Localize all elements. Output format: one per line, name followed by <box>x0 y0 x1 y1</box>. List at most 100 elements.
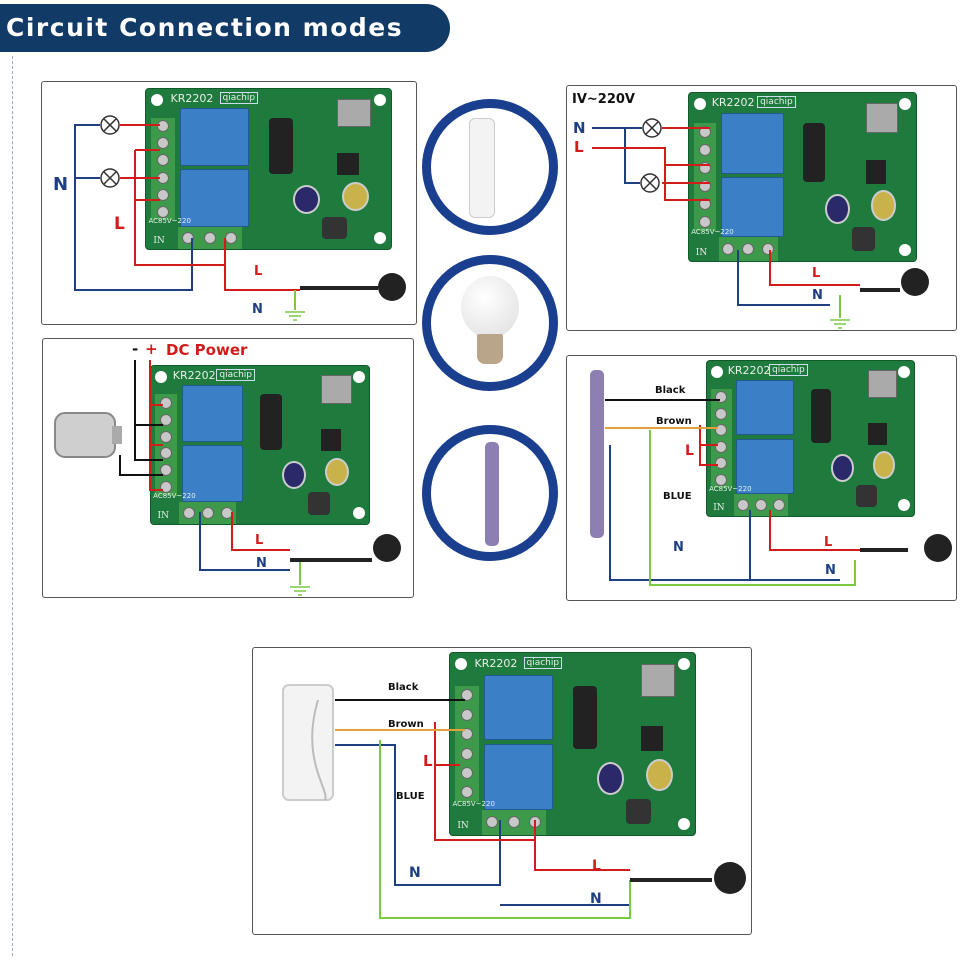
output-terminal-block <box>711 388 732 489</box>
inductor <box>856 485 877 507</box>
mount-hole <box>897 365 910 378</box>
terminal-screw <box>722 243 735 256</box>
antenna-coil <box>268 117 293 174</box>
terminal-screw <box>715 457 728 470</box>
terminal-screw <box>772 499 785 512</box>
blue-wire-label: BLUE <box>663 491 692 502</box>
board-brand: qiachip <box>219 92 259 105</box>
brown-wire-label: Brown <box>388 719 424 730</box>
terminal-screw <box>160 481 173 494</box>
chip <box>868 423 888 445</box>
terminal-screw <box>157 137 170 150</box>
chip <box>866 160 887 184</box>
dc-power-label: DC Power <box>166 341 248 359</box>
mount-hole <box>693 98 706 111</box>
board-voltage: AC85V~220 <box>452 799 495 808</box>
terminal-screw <box>698 215 711 228</box>
neutral-label: N <box>673 540 684 555</box>
board-voltage: AC85V~220 <box>709 484 752 493</box>
antenna-coil <box>802 123 826 183</box>
terminal-screw <box>715 440 728 453</box>
receiver-module <box>337 98 372 128</box>
terminal-screw <box>461 786 474 799</box>
board-brand: qiachip <box>523 656 563 669</box>
receiver-module <box>321 375 352 404</box>
terminal-screw <box>742 243 754 256</box>
inductor <box>852 227 876 251</box>
terminal-screw <box>698 197 711 210</box>
terminal-screw <box>461 747 474 760</box>
page-title: Circuit Connection modes <box>0 4 450 52</box>
brown-wire-label: Brown <box>656 416 692 427</box>
board-input-label: IN <box>713 502 725 513</box>
terminal-screw <box>160 447 173 460</box>
relay-1 <box>484 674 553 741</box>
plus-label: + <box>145 340 158 358</box>
mount-hole <box>678 658 691 671</box>
mount-hole <box>155 370 168 383</box>
board-input-label: IN <box>695 247 708 258</box>
minus-label: - <box>132 340 139 358</box>
voltage-label: IV~220V <box>572 92 635 107</box>
capacitor <box>325 457 350 487</box>
relay-1 <box>181 384 243 442</box>
receiver-module <box>866 103 898 134</box>
mount-hole <box>454 658 467 671</box>
relay-1 <box>720 113 785 174</box>
relay-board: KR2202 qiachip AC85V~220 IN <box>706 360 915 517</box>
inductor <box>307 492 330 515</box>
terminal-screw <box>160 396 173 409</box>
divider <box>12 56 13 956</box>
chip <box>321 429 341 452</box>
live-label: L <box>824 535 833 550</box>
mount-hole <box>897 499 910 512</box>
relay-board: KR2202 qiachip AC85V~220 IN <box>449 652 696 836</box>
relay-1 <box>180 108 249 166</box>
relay-board: KR2202 qiachip AC85V~220 IN <box>145 88 392 250</box>
capacitor <box>646 758 673 792</box>
terminal-screw <box>203 231 216 244</box>
board-model: KR2202 <box>172 369 216 383</box>
inductor <box>626 798 651 825</box>
live-label: L <box>592 858 601 874</box>
board-input-label: IN <box>153 235 165 246</box>
live-label: L <box>255 533 264 548</box>
tubular-motor-icon <box>485 442 499 546</box>
capacitor <box>872 450 896 479</box>
terminal-screw <box>157 188 170 201</box>
live-label: L <box>574 138 584 156</box>
neutral-label: N <box>256 556 267 571</box>
output-terminal-block <box>454 685 480 803</box>
chip <box>337 153 360 176</box>
board-model: KR2202 <box>727 364 771 378</box>
terminal-screw <box>157 120 170 133</box>
mount-hole <box>899 98 912 111</box>
board-voltage: AC85V~220 <box>153 492 196 501</box>
relay-board: KR2202 qiachip AC85V~220 IN <box>688 92 917 262</box>
neutral-label: N <box>573 119 586 137</box>
capacitor <box>293 185 320 214</box>
antenna-coil <box>572 685 597 750</box>
terminal-screw <box>157 205 170 218</box>
curtain-motor-icon <box>469 118 495 218</box>
mount-hole <box>150 93 163 106</box>
terminal-screw <box>461 728 474 741</box>
terminal-screw <box>486 816 499 829</box>
receiver-module <box>641 663 676 697</box>
terminal-screw <box>698 126 711 139</box>
terminal-screw <box>160 464 173 477</box>
mount-hole <box>678 817 691 830</box>
input-terminal-block <box>481 809 546 835</box>
antenna-coil <box>810 388 832 444</box>
light-bulb-ring <box>422 255 558 391</box>
terminal-screw <box>160 430 173 443</box>
board-input-label: IN <box>457 821 469 832</box>
terminal-screw <box>761 243 774 256</box>
mount-hole <box>899 243 912 256</box>
live-label: L <box>423 752 433 770</box>
terminal-screw <box>507 816 520 829</box>
input-terminal-block <box>718 237 778 261</box>
blue-wire-label: BLUE <box>396 791 425 802</box>
terminal-screw <box>754 499 767 512</box>
neutral-label: N <box>590 891 602 907</box>
